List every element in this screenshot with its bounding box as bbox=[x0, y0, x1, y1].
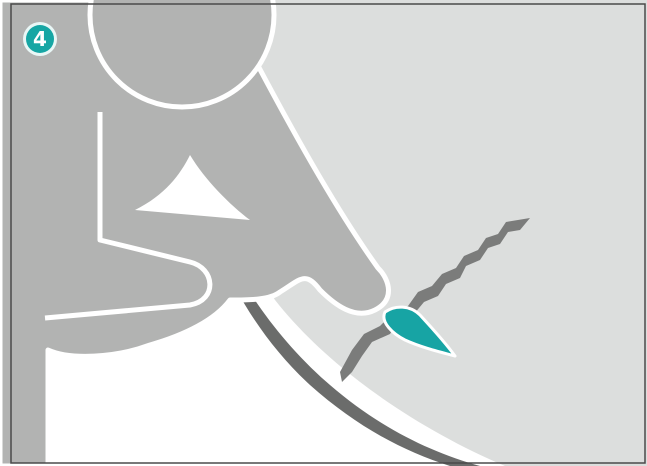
step-number-label: 4 bbox=[26, 25, 54, 53]
step-number-badge: 4 bbox=[23, 22, 57, 56]
